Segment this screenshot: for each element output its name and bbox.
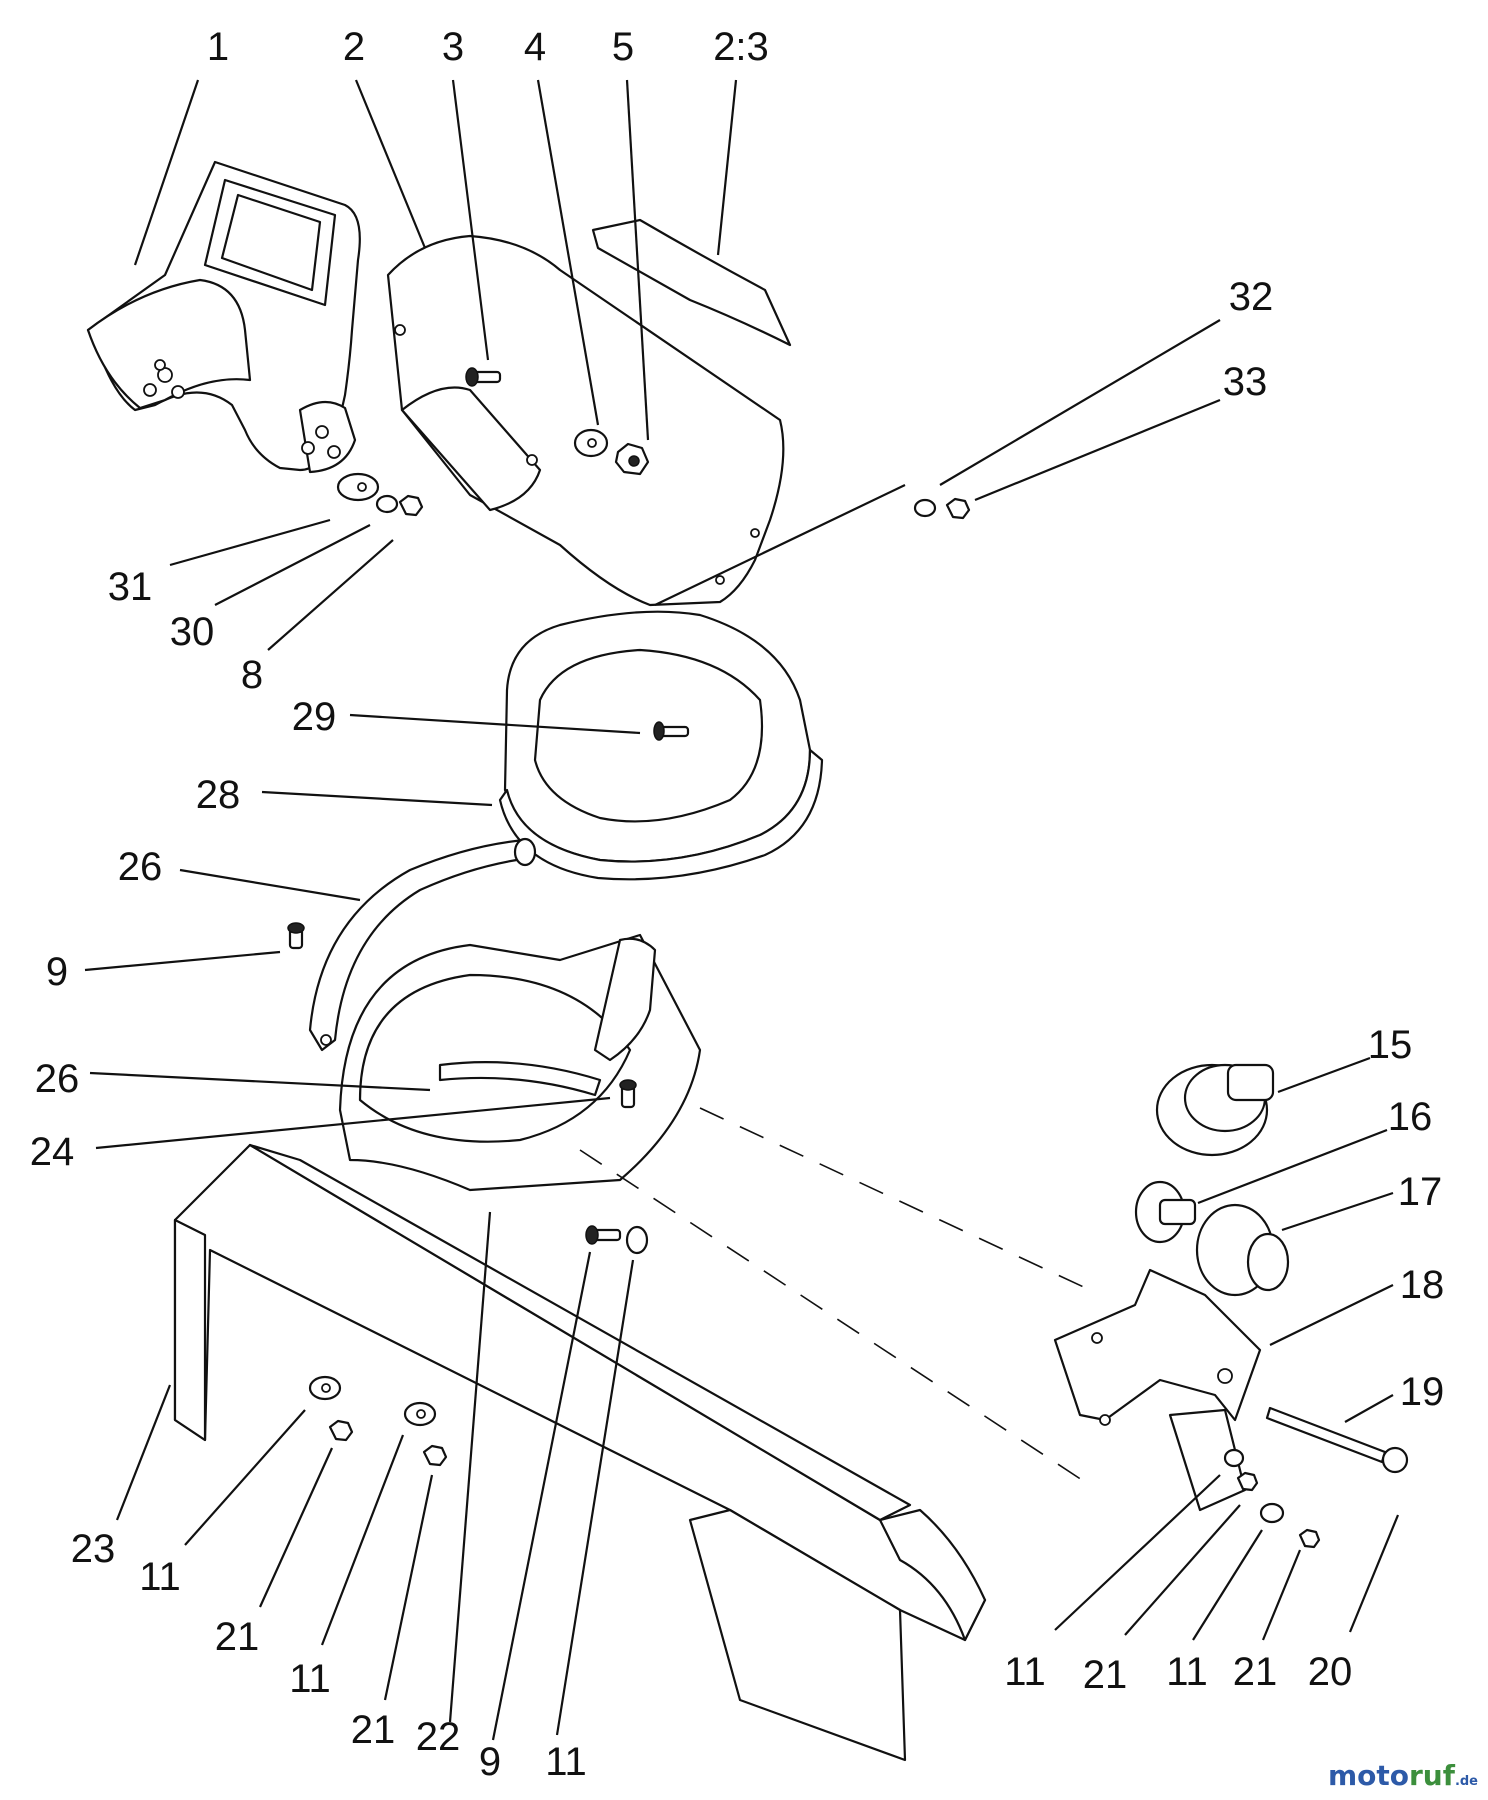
nut-21-right-a <box>1236 1471 1259 1492</box>
washer-11-right-a <box>1223 1448 1245 1468</box>
site-watermark: motoruf.de <box>1328 1759 1478 1792</box>
callout-22: 22 <box>416 1715 461 1759</box>
washer-30 <box>375 494 399 514</box>
chute-base-flange-part <box>338 933 702 1192</box>
washer-11-center <box>625 1225 649 1255</box>
retainer-strap-26-lower <box>438 1061 602 1097</box>
callout-31: 31 <box>108 565 153 609</box>
callout-21-right-a: 21 <box>1083 1653 1128 1697</box>
nut-21-mid <box>422 1444 448 1467</box>
bolt-3 <box>465 367 502 387</box>
leader-lines <box>84 79 1400 1741</box>
washer-11-left <box>308 1375 342 1401</box>
callout-32: 32 <box>1229 275 1274 319</box>
callout-4: 4 <box>524 25 546 69</box>
callout-15: 15 <box>1368 1023 1413 1067</box>
callout-29: 29 <box>292 695 337 739</box>
washer-4 <box>573 428 609 458</box>
callout-1: 1 <box>207 25 229 69</box>
washer-11-right-b <box>1259 1502 1285 1524</box>
callout-11-left: 11 <box>139 1555 181 1599</box>
callout-11-right-a: 11 <box>1004 1650 1046 1694</box>
worm-gear-17 <box>1195 1203 1290 1297</box>
washer-32 <box>913 498 937 518</box>
nut-8 <box>398 494 424 517</box>
cap-20 <box>1381 1446 1409 1474</box>
chute-ring-gear-part <box>498 610 824 881</box>
bevel-gear-15 <box>1155 1063 1275 1157</box>
callout-19: 19 <box>1400 1370 1445 1414</box>
callout-9-upper: 9 <box>46 950 68 994</box>
bolt-9-lower <box>585 1225 622 1245</box>
shaft-19 <box>1265 1406 1387 1464</box>
callout-18: 18 <box>1400 1263 1445 1307</box>
callout-23: 23 <box>71 1527 116 1571</box>
pinion-gear-16 <box>1134 1180 1197 1244</box>
cog-nut-5 <box>614 442 650 476</box>
upper-chute-part <box>386 234 785 607</box>
assembly-line-shaft <box>579 1149 1083 1481</box>
retainer-strap-part <box>308 837 537 1052</box>
callout-26-upper: 26 <box>118 845 163 889</box>
callout-20: 20 <box>1308 1650 1353 1694</box>
assembly-line-chute <box>654 484 906 606</box>
watermark-part-b: ruf <box>1409 1759 1455 1792</box>
callout-9-lower: 9 <box>479 1740 501 1784</box>
watermark-part-a: moto <box>1327 1759 1409 1792</box>
callout-21-right-b: 21 <box>1233 1650 1278 1694</box>
bolt-29 <box>653 721 690 741</box>
callout-21-left: 21 <box>215 1615 260 1659</box>
callout-2-3: 2:3 <box>713 25 769 69</box>
bolt-24 <box>619 1079 637 1109</box>
callout-16: 16 <box>1388 1095 1433 1139</box>
watermark-part-c: .de <box>1454 1774 1478 1789</box>
callout-21-mid: 21 <box>351 1708 396 1752</box>
callout-2: 2 <box>343 25 365 69</box>
deflector-hood-part <box>86 160 361 474</box>
callout-17: 17 <box>1398 1170 1443 1214</box>
chute-plate-part <box>591 218 792 347</box>
nut-21-right-b <box>1298 1528 1321 1549</box>
callout-24: 24 <box>30 1130 75 1174</box>
gear-bracket-18 <box>1053 1268 1262 1512</box>
callout-3: 3 <box>442 25 464 69</box>
callout-11-center: 11 <box>545 1740 587 1784</box>
auger-housing-part <box>173 1143 987 1762</box>
callout-8: 8 <box>241 653 263 697</box>
washer-11-mid <box>403 1401 437 1427</box>
callout-5: 5 <box>612 25 634 69</box>
nut-33 <box>945 497 971 520</box>
callout-30: 30 <box>170 610 215 654</box>
pivot-washer-31 <box>336 472 380 502</box>
bolt-9-upper <box>287 922 305 950</box>
callout-26-lower: 26 <box>35 1057 80 1101</box>
callout-28: 28 <box>196 773 241 817</box>
callout-11-right-b: 11 <box>1166 1650 1208 1694</box>
callout-33: 33 <box>1223 360 1268 404</box>
nut-21-left <box>328 1419 354 1442</box>
callout-11-mid: 11 <box>289 1657 331 1701</box>
assembly-line-gearbox <box>699 1107 1091 1291</box>
